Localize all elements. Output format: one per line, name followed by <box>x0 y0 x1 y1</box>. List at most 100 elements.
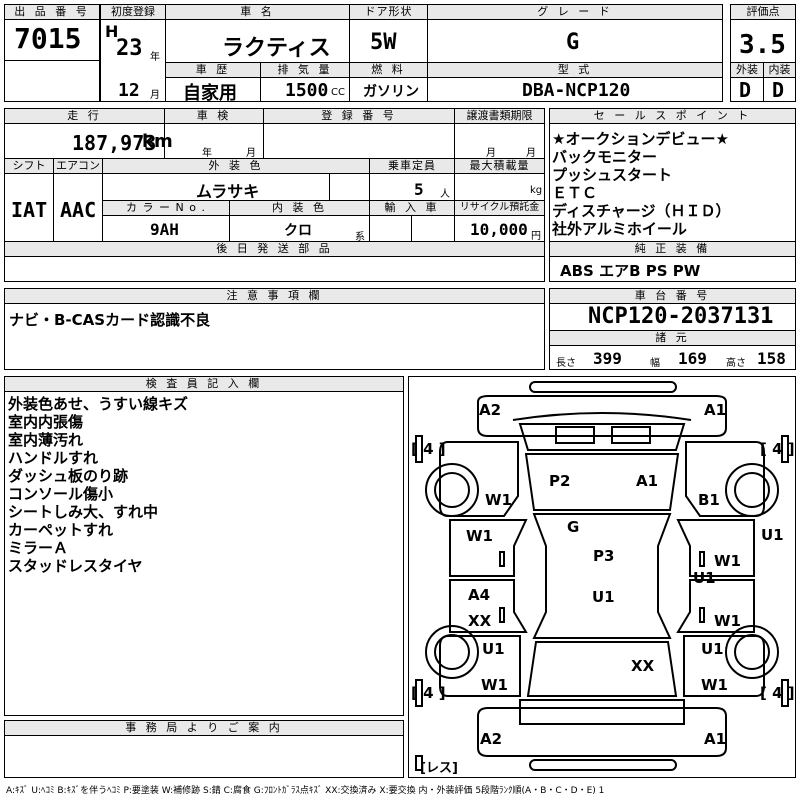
height: 158 <box>757 349 786 368</box>
recycle-label: リサイクル預託金 <box>455 201 544 215</box>
mark-front-left: A2 <box>479 401 502 419</box>
yen-unit: 円 <box>531 231 541 242</box>
later-parts-label: 後 日 発 送 部 品 <box>5 242 544 256</box>
import-label: 輸 入 車 <box>370 201 454 215</box>
color-no-label: カ ラ ー N o . <box>103 201 229 215</box>
mark-door-rr: W1 <box>714 612 741 630</box>
first-reg-label: 初度登録 <box>101 5 165 19</box>
tire-fl: [ 4 ] <box>411 440 446 458</box>
mileage: 187,973 <box>72 131 157 155</box>
sales-item: ディスチャージ（ＨＩＤ） <box>552 202 731 220</box>
note-item: シートしみ大、すれ中 <box>8 503 159 521</box>
equipment: ABS エアB PS PW <box>560 262 701 280</box>
mark-door-rl2: XX <box>468 612 492 630</box>
month-unit: 月 <box>150 90 160 101</box>
mark-rear-left: A2 <box>480 730 503 748</box>
note-item: 室内薄汚れ <box>8 431 84 449</box>
sales-item: プッシュスタート <box>552 166 673 184</box>
mark-door-rl1: A4 <box>468 586 491 604</box>
mark-roof: G <box>567 518 580 536</box>
note-item: 外装色あせ、うすい線キズ <box>8 395 189 413</box>
car-name-label: 車 名 <box>166 5 349 19</box>
mark-rear-glass: XX <box>631 657 655 675</box>
score: 3.5 <box>739 30 786 60</box>
model-label: 型 式 <box>428 63 722 77</box>
lot-box <box>4 4 100 102</box>
insp-year-unit: 年 <box>202 148 212 159</box>
note-item: コンソール傷小 <box>8 485 114 503</box>
mark-hood-right: A1 <box>636 472 659 490</box>
sales-item: バックモニター <box>552 148 658 166</box>
int-score: D <box>772 78 785 102</box>
tire-rr: [ 4 ] <box>760 684 795 702</box>
cautions-label: 注 意 事 項 欄 <box>5 289 544 303</box>
tire-rl: [ 4 ] <box>411 684 446 702</box>
chassis-label: 車 台 番 号 <box>550 289 795 303</box>
car-diagram <box>415 381 789 771</box>
year-unit: 年 <box>150 52 160 63</box>
score-label: 評価点 <box>731 5 795 19</box>
note-item: ダッシュ板のり跡 <box>8 467 129 485</box>
mark-fender-rl1: U1 <box>482 640 505 658</box>
note-item: カーペットすれ <box>8 521 114 539</box>
mark-fender-rr1: U1 <box>701 640 724 658</box>
chassis-no: NCP120-2037131 <box>588 304 774 329</box>
sales-item: ★オークションデビュー★ <box>552 130 729 148</box>
sales-label: セ ー ル ス ポ イ ン ト <box>550 109 795 123</box>
mark-door-fr2: W1 <box>714 552 741 570</box>
car-name: ラクティス <box>222 36 331 61</box>
spare-tire: [レス] <box>420 761 458 776</box>
persons-unit: 人 <box>440 189 450 200</box>
aircon-label: エアコン <box>54 159 102 173</box>
ext-color: ムラサキ <box>196 182 260 201</box>
mileage-label: 走 行 <box>5 109 164 123</box>
transfer-day-unit: 月 <box>526 148 536 159</box>
capacity: 5 <box>414 180 424 199</box>
height-label: 高さ <box>726 358 746 369</box>
mark-door-fl: W1 <box>466 527 493 545</box>
transfer-month-unit: 月 <box>486 148 496 159</box>
mark-fender-fl: W1 <box>485 491 512 509</box>
ext-color-label: 外 装 色 <box>103 159 369 173</box>
reg-year: 23 <box>116 36 143 61</box>
mark-fender-rr2: W1 <box>701 676 728 694</box>
sales-item: ＥＴＣ <box>552 184 598 202</box>
inspector-list: 外装色あせ、うすい線キズ 室内内張傷 室内薄汚れ ハンドルすれ ダッシュ板のり跡… <box>8 395 188 575</box>
recycle: 10,000 <box>470 220 528 239</box>
sales-list: ★オークションデビュー★ バックモニター プッシュスタート ＥＴＣ ディスチャー… <box>552 130 731 238</box>
aircon: AAC <box>60 198 97 222</box>
transfer-label: 譲渡書類期限 <box>455 109 544 123</box>
equipment-label: 純 正 装 備 <box>550 242 795 256</box>
specs-label: 諸 元 <box>550 331 795 345</box>
cc-unit: CC <box>331 87 345 98</box>
reg-month: 12 <box>118 80 140 101</box>
header-box <box>100 4 723 102</box>
mark-roof2: P3 <box>593 547 615 565</box>
color-no: 9AH <box>150 220 179 239</box>
tire-fr: [ 4 ] <box>760 440 795 458</box>
length: 399 <box>593 349 622 368</box>
width: 169 <box>678 349 707 368</box>
mark-front-right: A1 <box>704 401 727 419</box>
history-label: 車 歴 <box>166 63 260 77</box>
history: 自家用 <box>183 83 237 104</box>
regno-label: 登 録 番 号 <box>264 109 454 123</box>
kg-unit: kg <box>530 185 543 196</box>
mark-door-fr3: U1 <box>693 569 716 587</box>
note-item: ハンドルすれ <box>8 449 99 467</box>
capacity-label: 乗車定員 <box>370 159 454 173</box>
int-label: 内装 <box>764 63 795 77</box>
shift-label: シフト <box>5 159 53 173</box>
inspector-box <box>4 376 404 716</box>
mark-door-fr1: U1 <box>761 526 784 544</box>
mark-fender-rl2: W1 <box>481 676 508 694</box>
displacement: 1500 <box>285 80 329 101</box>
int-color-label: 内 装 色 <box>230 201 369 215</box>
door-type: 5W <box>370 30 397 55</box>
fuel: ガソリン <box>363 84 419 100</box>
mark-roof3: U1 <box>592 588 615 606</box>
shift: IAT <box>11 198 48 222</box>
length-label: 長さ <box>556 358 576 369</box>
ext-score: D <box>739 78 752 102</box>
max-load-label: 最大積載量 <box>455 159 544 173</box>
